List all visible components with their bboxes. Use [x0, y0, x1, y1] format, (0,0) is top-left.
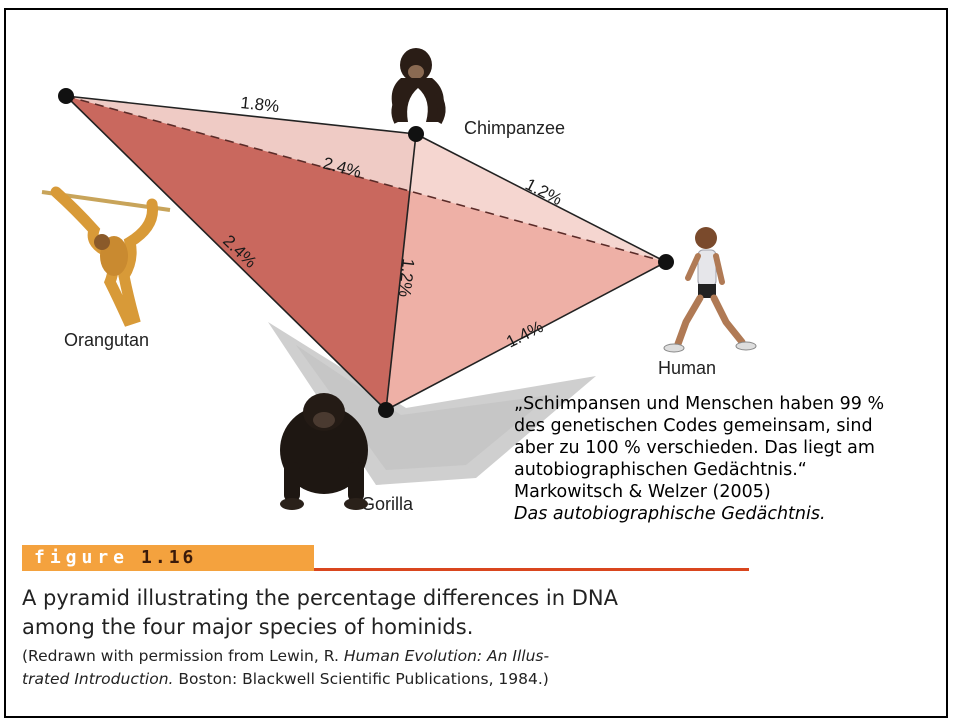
quote-line: des genetischen Codes gemeinsam, sind	[514, 415, 948, 437]
caption-line: A pyramid illustrating the percentage di…	[22, 584, 782, 613]
quote-source-title: Das autobiographische Gedächtnis.	[514, 503, 948, 525]
quote-line: aber zu 100 % verschieden. Das liegt am	[514, 437, 948, 459]
figure-caption: A pyramid illustrating the percentage di…	[22, 584, 782, 691]
figure-label-tab: figure 1.16	[22, 545, 314, 571]
credit-book-title: trated Introduction.	[22, 670, 173, 688]
caption-line: among the four major species of hominids…	[22, 613, 782, 642]
pct-chimpanzee-gorilla: 1.2%	[395, 258, 418, 299]
label-orangutan: Orangutan	[64, 330, 149, 350]
vertex-human	[658, 254, 674, 270]
credit-book-title: Human Evolution: An Illus-	[344, 647, 549, 665]
figure-number: 1.16	[141, 547, 196, 568]
human-illustration	[664, 227, 756, 352]
vertex-gorilla	[378, 402, 394, 418]
figure-header-bar: figure 1.16	[22, 545, 749, 571]
quote-author: Markowitsch & Welzer (2005)	[514, 481, 948, 503]
quote-block: „Schimpansen und Menschen haben 99 % des…	[514, 393, 948, 525]
quote-line: „Schimpansen und Menschen haben 99 %	[514, 393, 948, 415]
quote-line: autobiographischen Gedächtnis.“	[514, 459, 948, 481]
vertex-orangutan	[58, 88, 74, 104]
chimpanzee-illustration	[392, 48, 444, 122]
slide-frame: 1.8% 2.4% 1.2% 2.4% 1.2% 1.4% Chimpanzee…	[4, 8, 948, 718]
credit-prefix: (Redrawn with permission from Lewin, R.	[22, 647, 344, 665]
figure-label: figure	[34, 547, 129, 568]
orangutan-illustration	[42, 192, 170, 320]
label-chimpanzee: Chimpanzee	[464, 118, 565, 138]
pct-orangutan-chimpanzee: 1.8%	[240, 93, 281, 116]
label-gorilla: Gorilla	[361, 494, 414, 514]
label-human: Human	[658, 358, 716, 378]
credit-suffix: Boston: Blackwell Scientific Publication…	[173, 670, 548, 688]
caption-credit: (Redrawn with permission from Lewin, R. …	[22, 645, 782, 691]
vertex-chimpanzee	[408, 126, 424, 142]
